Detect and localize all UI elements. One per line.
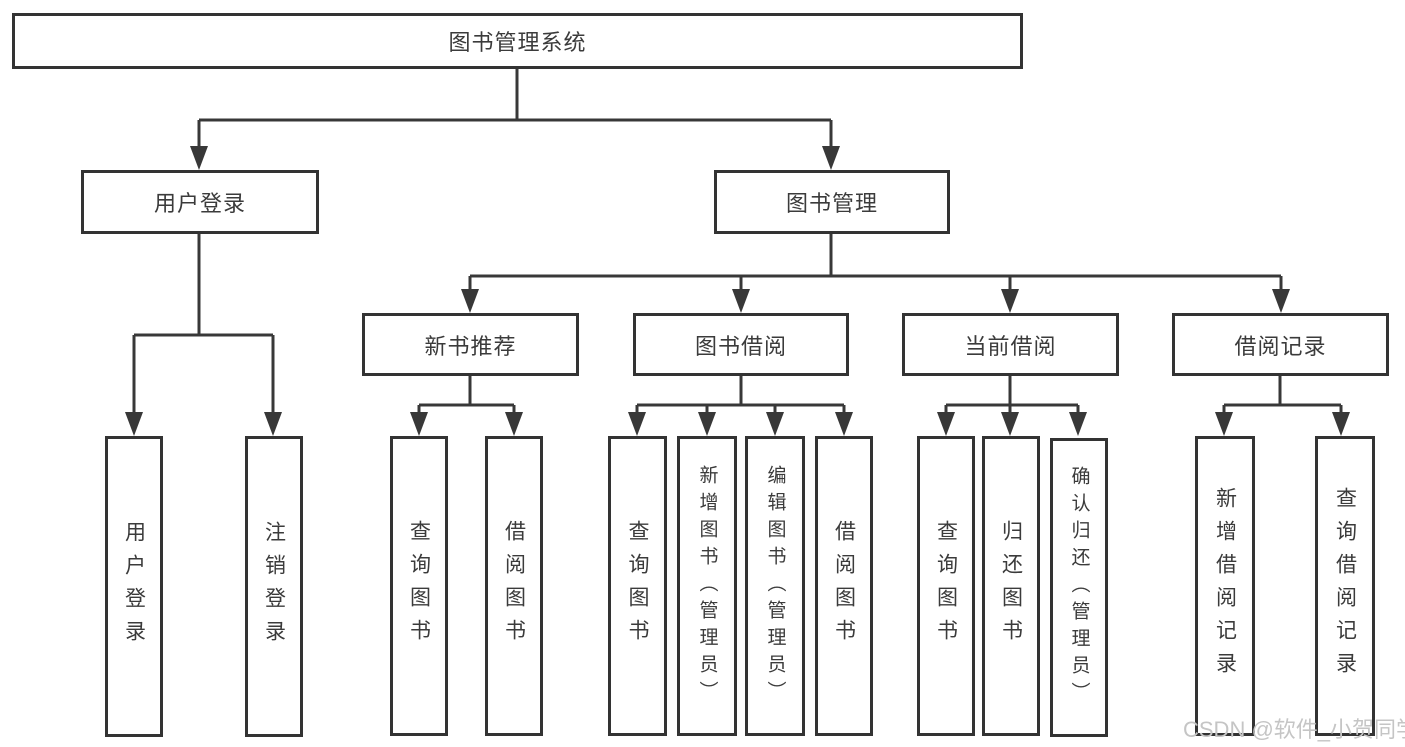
node-borrowing-records: 借阅记录: [1172, 313, 1389, 376]
node-root-label: 图书管理系统: [448, 30, 587, 55]
node-new-book-recommendation-label: 新书推荐: [424, 333, 517, 359]
leaf-confirm-return-admin: 确认归还（管理员）: [1050, 438, 1108, 737]
leaf-query-borrow-record-label: 查询借阅记录: [1333, 487, 1357, 685]
leaf-user-login: 用户登录: [105, 436, 163, 737]
node-user-login-label: 用户登录: [153, 191, 246, 216]
leaf-borrow-books-recommend: 借阅图书: [485, 436, 543, 736]
leaf-confirm-return-admin-label: 确认归还（管理员）: [1068, 466, 1090, 709]
leaf-return-books-label: 归还图书: [999, 520, 1023, 652]
leaf-query-books-borrowing: 查询图书: [608, 436, 667, 736]
node-root-system: 图书管理系统: [12, 13, 1023, 69]
leaf-query-books-recommend-label: 查询图书: [407, 520, 431, 652]
leaf-borrow-books-recommend-label: 借阅图书: [502, 520, 526, 652]
node-book-management: 图书管理: [714, 170, 950, 234]
leaf-logout-label: 注销登录: [262, 520, 286, 653]
leaf-query-books-recommend: 查询图书: [390, 436, 448, 736]
node-current-borrowing-label: 当前借阅: [964, 333, 1057, 359]
node-borrowing-records-label: 借阅记录: [1234, 333, 1327, 359]
leaf-query-borrow-record: 查询借阅记录: [1315, 436, 1375, 736]
leaf-return-books: 归还图书: [982, 436, 1040, 736]
node-book-borrowing-label: 图书借阅: [694, 333, 787, 359]
node-user-login: 用户登录: [81, 170, 319, 234]
node-new-book-recommendation: 新书推荐: [362, 313, 579, 376]
arrowheads: [125, 146, 1350, 436]
leaf-add-books-admin: 新增图书（管理员）: [677, 436, 737, 736]
leaf-query-books-borrowing-label: 查询图书: [626, 520, 649, 652]
leaf-borrow-books: 借阅图书: [815, 436, 873, 736]
node-current-borrowing: 当前借阅: [902, 313, 1119, 376]
leaf-query-books-current: 查询图书: [917, 436, 975, 736]
leaf-add-books-admin-label: 新增图书（管理员）: [696, 464, 718, 708]
node-book-borrowing: 图书借阅: [633, 313, 849, 376]
node-book-management-label: 图书管理: [785, 191, 878, 216]
leaf-edit-books-admin-label: 编辑图书（管理员）: [764, 464, 786, 708]
leaf-add-borrow-record-label: 新增借阅记录: [1213, 487, 1237, 685]
leaf-edit-books-admin: 编辑图书（管理员）: [745, 436, 805, 736]
leaf-query-books-current-label: 查询图书: [934, 520, 958, 652]
leaf-add-borrow-record: 新增借阅记录: [1195, 436, 1255, 736]
leaf-borrow-books-label: 借阅图书: [832, 520, 856, 652]
leaf-user-login-label: 用户登录: [122, 520, 146, 653]
leaf-logout: 注销登录: [245, 436, 303, 737]
